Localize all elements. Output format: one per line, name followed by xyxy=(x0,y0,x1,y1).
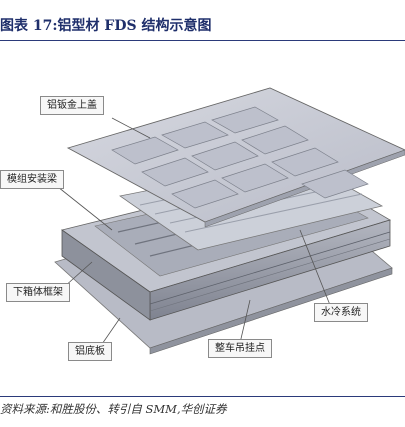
label-water-cooling: 水冷系统 xyxy=(314,303,368,322)
label-lower-frame: 下箱体框架 xyxy=(6,283,70,302)
label-bottom-plate: 铝底板 xyxy=(68,342,112,361)
title-rule xyxy=(0,40,405,41)
bottom-plate-edge xyxy=(149,267,393,355)
figure-title: 图表 17:铝型材 FDS 结构示意图 xyxy=(0,18,212,34)
label-module-beam: 模组安装梁 xyxy=(0,170,64,189)
lower-frame-side xyxy=(61,229,151,321)
lower-frame-groove xyxy=(149,231,391,305)
source-rule xyxy=(0,396,405,397)
figure-source: 资料来源:和胜股份、转引自 SMM,华创证券 xyxy=(0,402,227,416)
top-cover-panels xyxy=(111,106,369,209)
battery-pack-diagram xyxy=(54,87,405,355)
lower-frame-groove-2 xyxy=(149,238,391,312)
label-lifting-point: 整车吊挂点 xyxy=(208,339,272,358)
label-top-cover: 铝钣金上盖 xyxy=(40,96,104,115)
